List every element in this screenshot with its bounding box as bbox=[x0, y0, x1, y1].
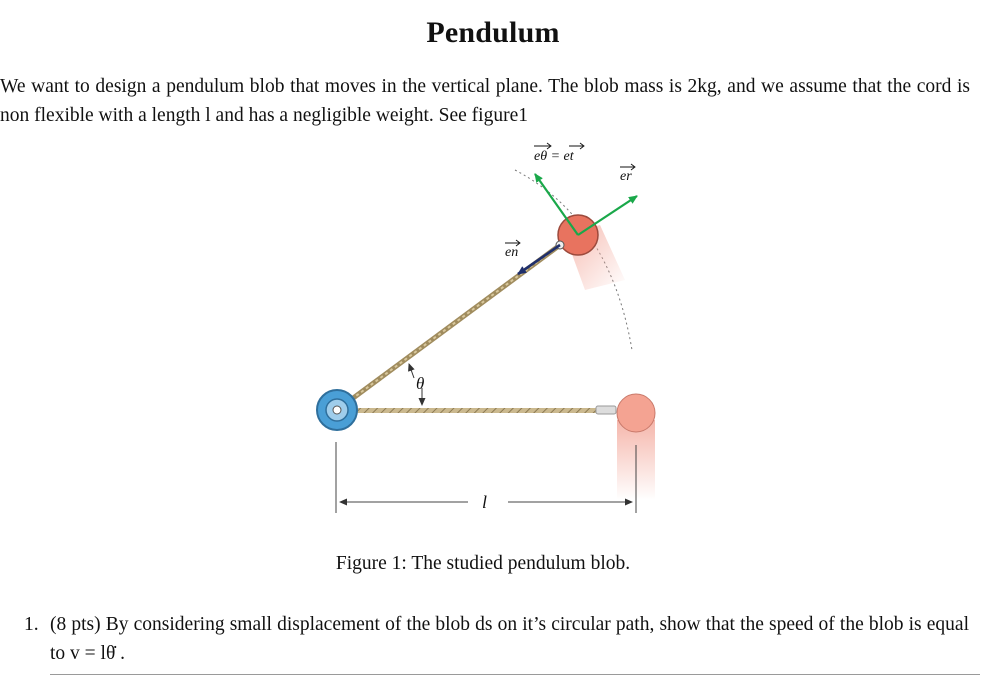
circular-path bbox=[514, 169, 633, 351]
page-divider bbox=[50, 674, 980, 675]
e-theta-overarrow-icon bbox=[534, 142, 552, 150]
e-n-overarrow-icon bbox=[505, 239, 521, 247]
question-points: (8 pts) bbox=[50, 614, 101, 635]
e-r-overarrow-icon bbox=[620, 163, 636, 171]
question-1: 1. (8 pts) By considering small displace… bbox=[24, 610, 969, 668]
e-n-vector bbox=[517, 243, 561, 276]
lower-cord-clip bbox=[595, 405, 617, 415]
figure-caption: Figure 1: The studied pendulum blob. bbox=[335, 553, 631, 574]
lower-blob bbox=[616, 393, 656, 433]
question-text: By considering small displacement of the… bbox=[50, 614, 969, 664]
label-e-r: er bbox=[620, 169, 632, 184]
e-t-overarrow-icon bbox=[569, 142, 585, 150]
theta-arrow-up bbox=[408, 363, 415, 379]
label-length-l: l bbox=[482, 492, 487, 512]
pendulum-figure: eθ = et er en θ l bbox=[0, 140, 986, 540]
pendulum-diagram: eθ = et er en θ l bbox=[316, 142, 656, 513]
label-theta: θ bbox=[416, 374, 424, 393]
e-r-vector bbox=[577, 195, 638, 236]
question-body: (8 pts) By considering small displacemen… bbox=[50, 610, 969, 668]
intro-text: We want to design a pendulum blob that m… bbox=[0, 76, 970, 126]
intro-paragraph: We want to design a pendulum blob that m… bbox=[0, 72, 970, 130]
label-e-n: en bbox=[505, 245, 518, 260]
diagonal-cord-strands bbox=[336, 244, 561, 411]
question-number: 1. bbox=[24, 614, 39, 635]
page-title: Pendulum bbox=[426, 16, 560, 49]
e-theta-vector bbox=[534, 173, 579, 236]
horizontal-cord bbox=[338, 408, 600, 413]
pivot-pin bbox=[332, 405, 342, 415]
label-e-theta-equals-e-t: eθ = et bbox=[534, 149, 575, 164]
